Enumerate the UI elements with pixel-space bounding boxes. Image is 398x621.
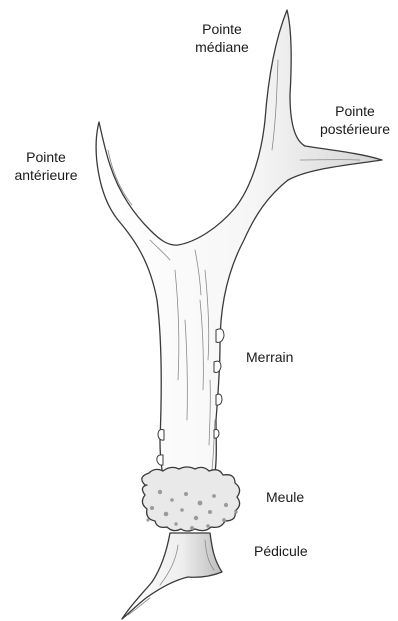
label-pointe-mediane: Pointe médiane (192, 20, 252, 56)
label-merrain: Merrain (246, 348, 293, 366)
label-pointe-mediane-line2: médiane (192, 38, 252, 56)
label-pointe-posterieure: Pointe postérieure (314, 102, 396, 138)
label-pedicule: Pédicule (254, 542, 308, 560)
label-meule: Meule (266, 488, 304, 506)
pedicle (122, 533, 222, 619)
antler-beam (96, 10, 382, 485)
label-pointe-anterieure-line2: antérieure (8, 166, 84, 184)
label-pointe-anterieure: Pointe antérieure (8, 148, 84, 184)
label-pointe-anterieure-line1: Pointe (8, 148, 84, 166)
label-pointe-posterieure-line1: Pointe (314, 102, 396, 120)
label-pointe-mediane-line1: Pointe (192, 20, 252, 38)
label-pointe-posterieure-line2: postérieure (314, 120, 396, 138)
